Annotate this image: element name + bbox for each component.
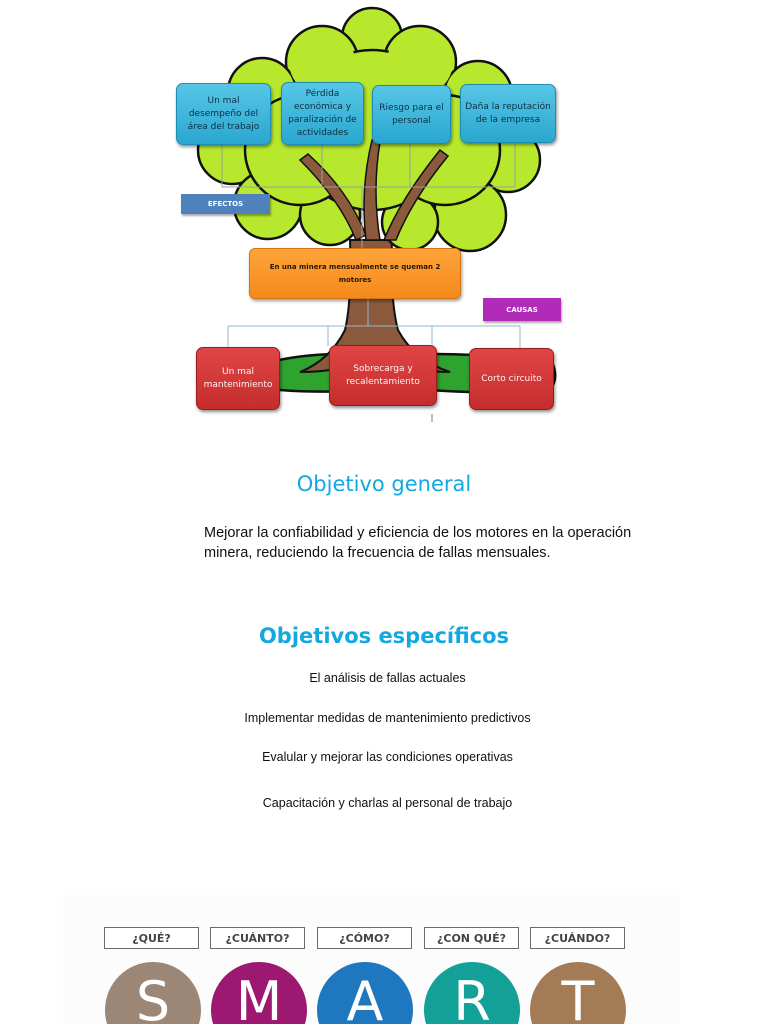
cause-box-1: Un mal mantenimiento xyxy=(196,347,280,410)
central-problem-box: En una minera mensualmente se queman 2 m… xyxy=(249,248,461,299)
smart-question-m: ¿CUÁNTO? xyxy=(210,927,305,949)
effects-tag: EFECTOS xyxy=(181,194,270,214)
smart-question-s: ¿QUÉ? xyxy=(104,927,199,949)
effect-label-2: Pérdida económica y paralización de acti… xyxy=(288,88,357,138)
general-objective-text: Mejorar la confiabilidad y eficiencia de… xyxy=(204,525,632,561)
central-problem-label: En una minera mensualmente se queman 2 m… xyxy=(269,262,441,284)
cause-box-3: Corto circuito xyxy=(469,348,554,410)
smart-circle-a: A xyxy=(317,962,413,1024)
cause-label-2: Sobrecarga y recalentamiento xyxy=(346,363,420,387)
effect-box-3: Riesgo para el personal xyxy=(372,85,451,144)
problem-tree-diagram: Un mal desempeño del área del trabajo Pé… xyxy=(0,0,768,430)
cause-box-2: Sobrecarga y recalentamiento xyxy=(329,345,437,406)
cause-label-3: Corto circuito xyxy=(481,373,542,384)
smart-letter-s: S xyxy=(135,970,171,1024)
specific-objective-3: Evalular y mejorar las condiciones opera… xyxy=(262,750,513,764)
smart-circle-m: M xyxy=(211,962,307,1024)
effect-label-1: Un mal desempeño del área del trabajo xyxy=(187,95,260,132)
general-objective-title: Objetivo general xyxy=(296,472,472,496)
smart-question-r: ¿CON QUÉ? xyxy=(424,927,519,949)
effect-box-4: Daña la reputación de la empresa xyxy=(460,84,556,143)
specific-objective-2: Implementar medidas de mantenimiento pre… xyxy=(244,711,531,725)
smart-circle-s: S xyxy=(105,962,201,1024)
smart-circle-r: R xyxy=(424,962,520,1024)
causes-tag: CAUSAS xyxy=(483,298,561,321)
specific-objectives-title: Objetivos específicos xyxy=(258,624,510,648)
smart-question-a: ¿CÓMO? xyxy=(317,927,412,949)
effect-box-1: Un mal desempeño del área del trabajo xyxy=(176,83,271,145)
smart-letter-m: M xyxy=(235,970,283,1024)
smart-circle-t: T xyxy=(530,962,626,1024)
smart-letter-a: A xyxy=(346,970,384,1024)
cause-label-1: Un mal mantenimiento xyxy=(203,366,273,390)
effect-box-2: Pérdida económica y paralización de acti… xyxy=(281,82,364,145)
specific-objective-1: El análisis de fallas actuales xyxy=(309,671,466,685)
smart-graphic: ¿QUÉ? ¿CUÁNTO? ¿CÓMO? ¿CON QUÉ? ¿CUÁNDO?… xyxy=(63,895,680,1024)
effects-tag-label: EFECTOS xyxy=(207,200,244,208)
smart-question-t: ¿CUÁNDO? xyxy=(530,927,625,949)
smart-letter-r: R xyxy=(453,970,491,1024)
smart-letter-t: T xyxy=(561,970,595,1024)
effect-label-4: Daña la reputación de la empresa xyxy=(465,101,551,125)
specific-objective-4: Capacitación y charlas al personal de tr… xyxy=(262,796,513,810)
effect-label-3: Riesgo para el personal xyxy=(379,102,444,126)
causes-tag-label: CAUSAS xyxy=(506,305,538,314)
